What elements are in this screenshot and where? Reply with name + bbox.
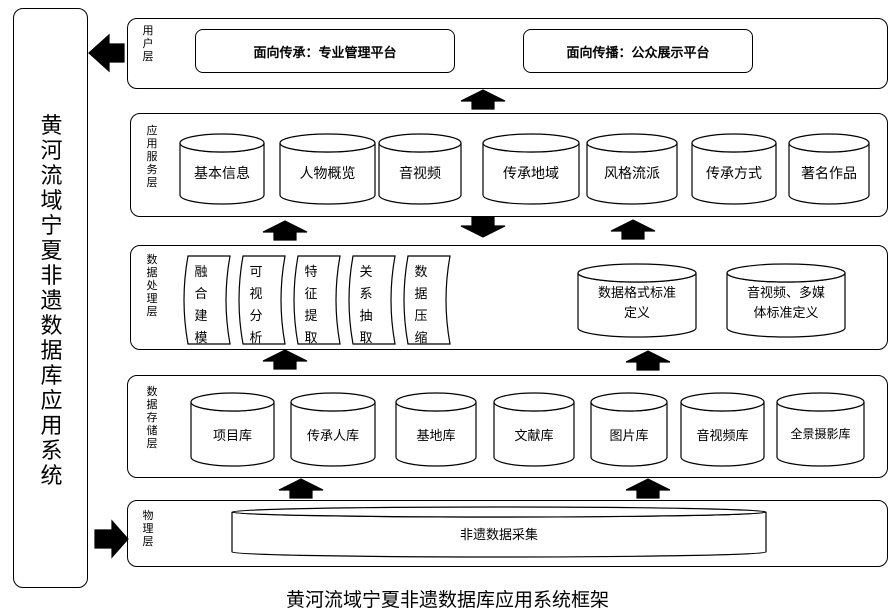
- arrow-up-to-processing-left: [262, 349, 308, 370]
- standard-data-format: 数据格式标准定义: [597, 286, 676, 321]
- platform-inheritance: 面向传承：专业管理平台: [195, 29, 455, 73]
- method-relation-extraction: 关系抽取: [359, 265, 373, 346]
- service-item-3: 音视频: [399, 166, 441, 182]
- standard-cylinder-2-top: [726, 263, 846, 283]
- arrow-into-physical-layer: [94, 519, 129, 559]
- processing-method-scroll-4: [348, 255, 396, 345]
- arrow-up-to-service-left: [262, 220, 308, 241]
- standard-multimedia: 音视频、多媒体标准定义: [746, 286, 825, 321]
- arrow-down-to-processing: [460, 216, 506, 238]
- storage-cylinder-2-top: [290, 392, 376, 412]
- storage-cylinder-5-top: [590, 392, 668, 412]
- system-title: 黄河流域宁夏非遗数据库应用系统: [40, 114, 63, 489]
- physical-cylinder-top: [231, 506, 767, 518]
- storage-cylinder-6-top: [680, 392, 765, 412]
- arrow-to-system-title: [88, 33, 125, 73]
- service-item-4: 传承地域: [503, 166, 559, 182]
- system-title-box: 黄河流域宁夏非遗数据库应用系统: [13, 8, 88, 588]
- platform-dissemination: 面向传播：公众展示平台: [523, 29, 753, 73]
- storage-item-6: 音视频库: [696, 429, 749, 444]
- storage-item-1: 项目库: [212, 429, 252, 444]
- storage-cylinder-4-top: [493, 392, 575, 412]
- processing-method-scroll-5: [403, 255, 451, 345]
- method-visual-analysis: 可视分析: [249, 265, 263, 346]
- storage-item-4: 文献库: [514, 429, 554, 444]
- service-cylinder-3-top: [378, 133, 462, 153]
- service-cylinder-4-top: [482, 133, 580, 153]
- processing-method-scroll-1: [183, 255, 231, 345]
- storage-layer-label: 数据存储层: [146, 385, 158, 450]
- method-feature-extraction: 特征提取: [304, 265, 318, 346]
- arrow-up-to-service-right: [610, 219, 656, 240]
- user-layer-label: 用户层: [142, 24, 154, 63]
- service-layer-label: 应用服务层: [146, 124, 158, 189]
- service-cylinder-2-top: [279, 133, 376, 153]
- figure-caption: 黄河流域宁夏非遗数据库应用系统框架: [285, 589, 609, 611]
- arrow-up-to-storage-left: [278, 478, 324, 499]
- storage-item-3: 基地库: [416, 429, 456, 444]
- processing-method-scroll-2: [238, 255, 286, 345]
- storage-cylinder-1-top: [190, 392, 275, 412]
- service-item-5: 风格流派: [604, 166, 660, 182]
- storage-cylinder-7-top: [776, 392, 865, 412]
- data-collection-label: 非遗数据采集: [459, 528, 538, 543]
- service-cylinder-6-top: [691, 133, 777, 153]
- method-data-compression: 数据压缩: [414, 265, 428, 346]
- storage-item-7: 全景摄影库: [790, 427, 851, 441]
- arrow-up-to-processing-right: [625, 350, 671, 371]
- service-cylinder-1-top: [179, 133, 265, 153]
- service-item-1: 基本信息: [194, 166, 250, 182]
- standard-cylinder-1-top: [577, 263, 697, 283]
- method-fusion-modeling: 融合建模: [194, 265, 208, 346]
- service-cylinder-7-top: [788, 133, 870, 153]
- service-item-2: 人物概览: [299, 166, 356, 182]
- arrow-up-to-user-layer: [460, 89, 506, 110]
- storage-item-2: 传承人库: [306, 429, 359, 444]
- storage-cylinder-3-top: [395, 392, 477, 412]
- service-cylinder-5-top: [586, 133, 678, 153]
- arrow-up-to-storage-right: [625, 478, 671, 499]
- processing-layer-label: 数据处理层: [146, 253, 158, 318]
- storage-item-5: 图片库: [609, 429, 649, 444]
- physical-layer-label: 物理层: [142, 509, 154, 548]
- service-item-6: 传承方式: [706, 166, 762, 182]
- processing-method-scroll-3: [293, 255, 341, 345]
- service-item-7: 著名作品: [801, 166, 857, 182]
